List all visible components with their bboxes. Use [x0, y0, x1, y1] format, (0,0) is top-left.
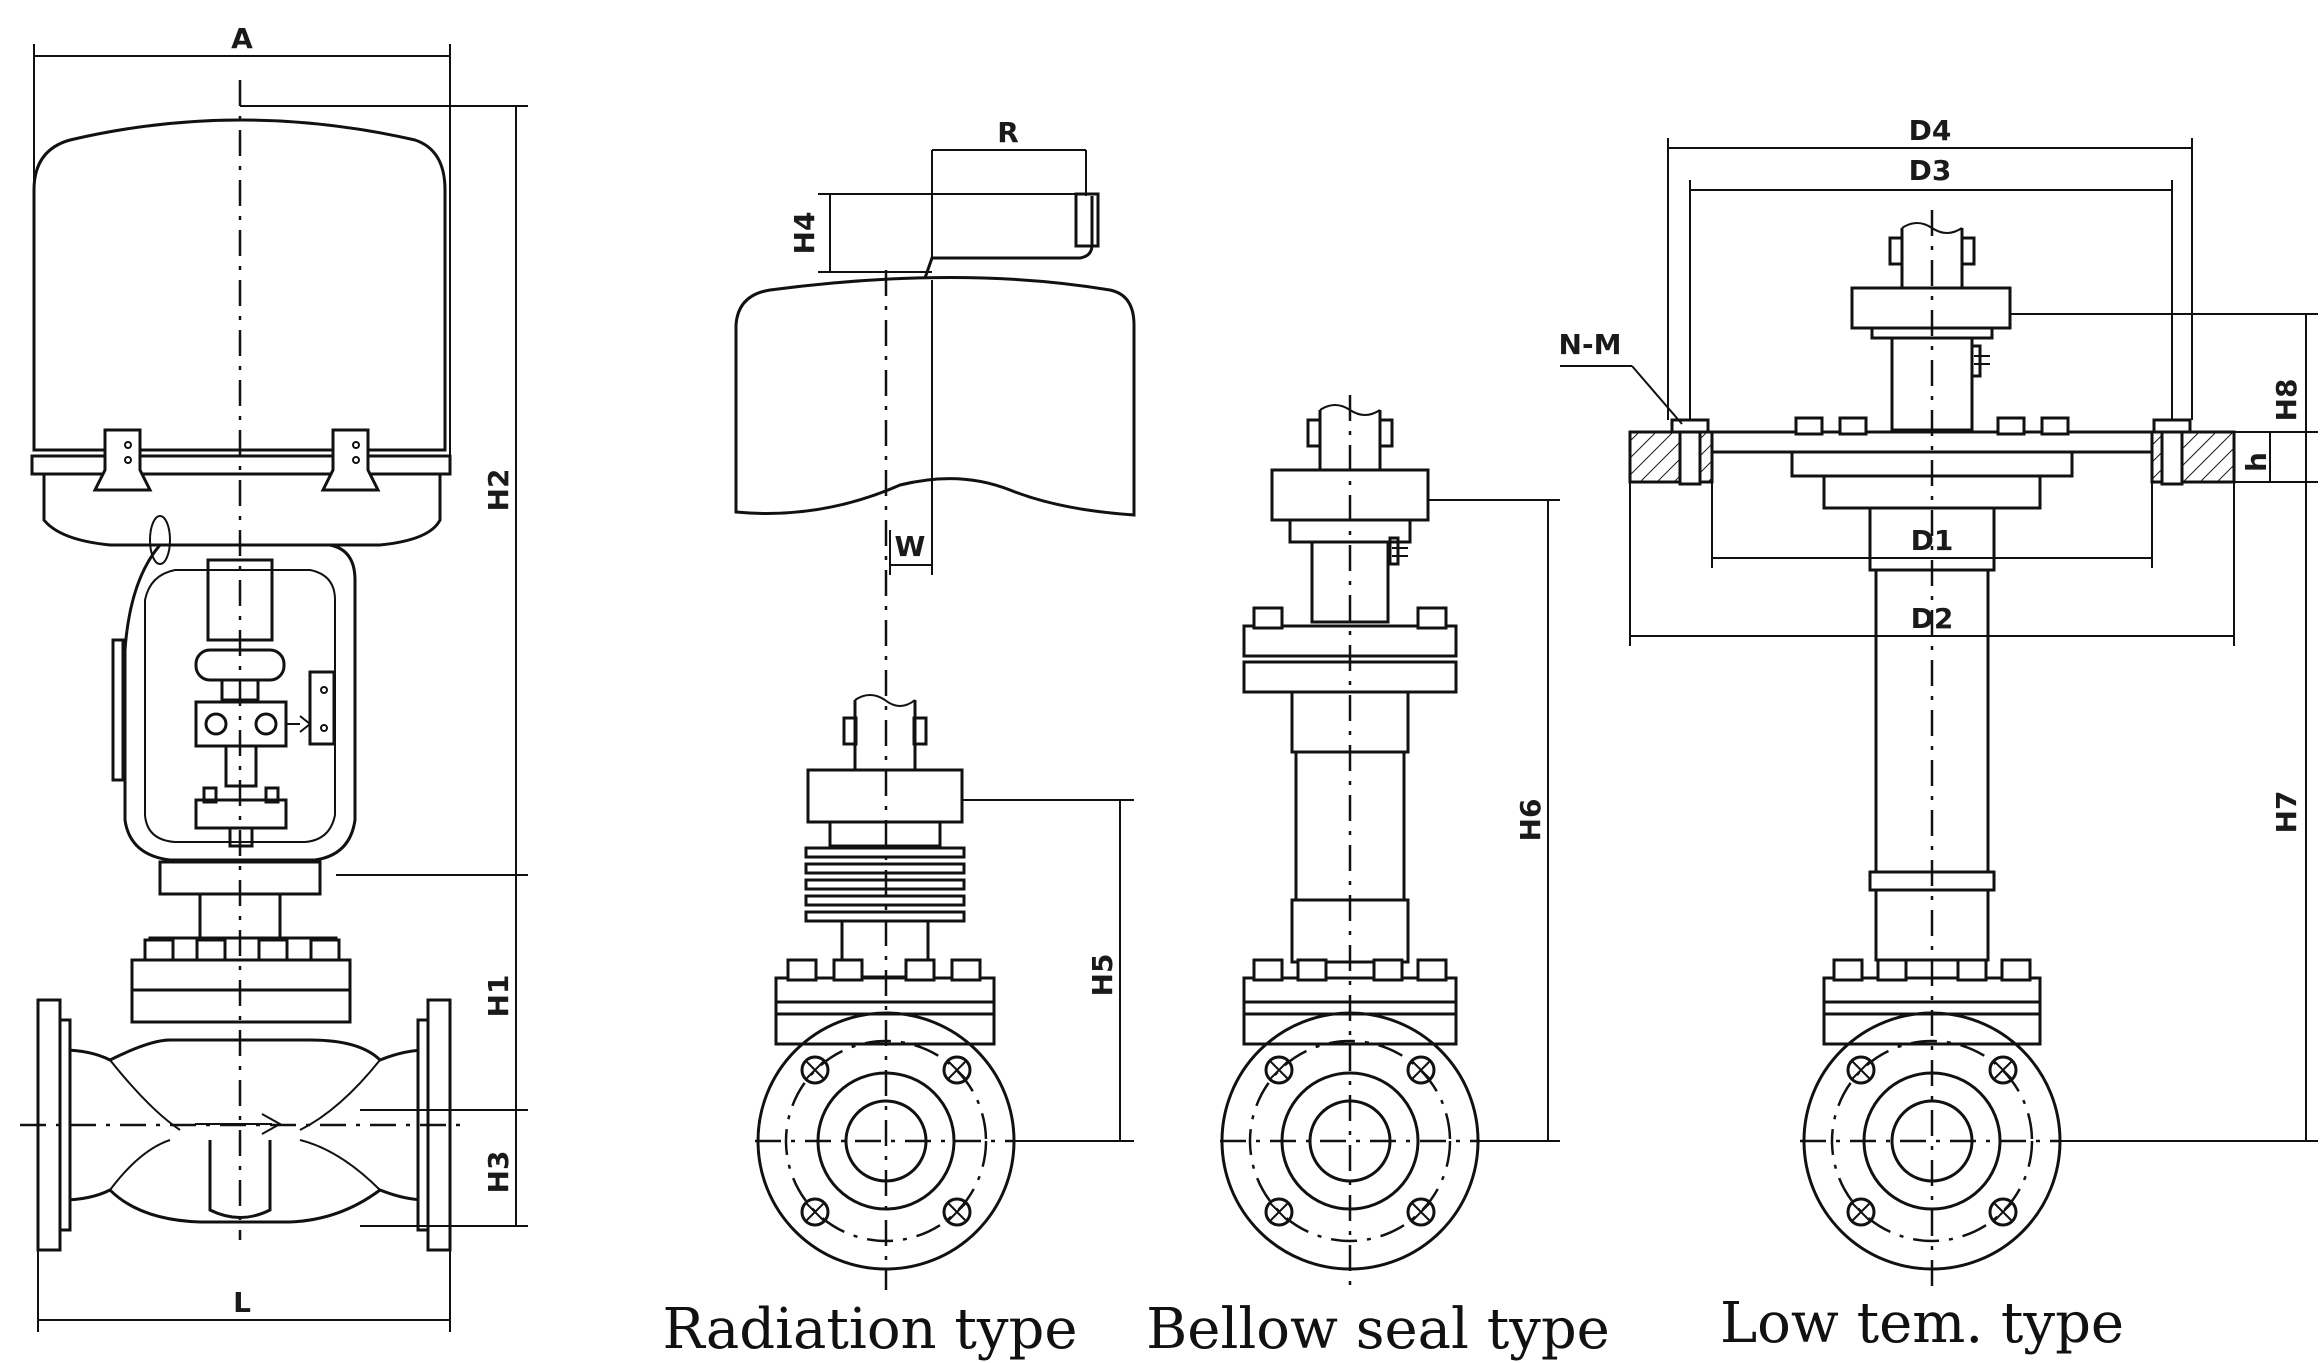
dimension-H5: H5: [962, 799, 1134, 1142]
svg-text:A: A: [231, 22, 253, 55]
bellow-mid-nuts: [1252, 606, 1448, 630]
dimension-A: A: [33, 22, 451, 456]
svg-text:H1: H1: [482, 975, 515, 1018]
caption-radiation: Radiation type: [662, 1297, 1077, 1362]
svg-text:N-M: N-M: [1559, 328, 1622, 361]
svg-text:H6: H6: [1514, 799, 1547, 842]
radiation-type-view: R H4 W H5 Radiation type: [662, 116, 1136, 1362]
svg-text:D4: D4: [1909, 114, 1952, 147]
caption-low-temp: Low tem. type: [1720, 1291, 2124, 1356]
svg-text:D1: D1: [1911, 524, 1954, 557]
svg-text:H2: H2: [482, 469, 515, 512]
svg-text:H8: H8: [2270, 379, 2303, 422]
svg-text:H5: H5: [1086, 954, 1119, 997]
yoke: [123, 543, 357, 862]
actuator-cover: [32, 118, 447, 452]
svg-text:h: h: [2240, 452, 2273, 472]
dimension-D1: D1: [1711, 452, 2153, 568]
bellow-seal-type-view: H6 Bellow seal type: [1146, 395, 1610, 1362]
bellow-housing: [1294, 750, 1406, 902]
bellow-lower-nuts: [1252, 958, 1448, 982]
dimension-R: R: [931, 116, 1087, 258]
dimension-N-M: N-M: [1559, 328, 1683, 425]
standard-valve-view: A L H2 H1 H3: [20, 22, 528, 1332]
bellow-mid-flange: [1242, 624, 1458, 658]
svg-text:R: R: [997, 116, 1019, 149]
actuator-cover-partial: [734, 276, 1136, 517]
dimension-W: W: [889, 280, 933, 575]
low-temp-lower-nuts: [1832, 958, 2032, 982]
limit-switch-plate: [308, 670, 336, 746]
caption-bellow: Bellow seal type: [1146, 1297, 1610, 1362]
svg-text:W: W: [895, 530, 926, 563]
dimension-D2: D2: [1629, 482, 2235, 646]
actuator-base-rim: [30, 454, 452, 476]
svg-text:D3: D3: [1909, 154, 1952, 187]
radiation-flange-nuts: [786, 958, 982, 982]
mounting-bolts: [1670, 416, 2192, 486]
dimension-H7: H7: [2060, 482, 2318, 1142]
dimension-D4: D4: [1667, 114, 2193, 420]
dimension-H8-h: H8 h: [2010, 313, 2318, 483]
hand-crank: [923, 196, 1094, 279]
svg-text:H3: H3: [482, 1151, 515, 1194]
svg-text:H4: H4: [788, 212, 821, 255]
svg-text:D2: D2: [1911, 602, 1954, 635]
dimension-H4: H4: [788, 193, 1078, 273]
low-temperature-type-view: D4 D3 D1 D2 N-M: [1559, 114, 2318, 1356]
dimension-H6: H6: [1428, 499, 1560, 1142]
svg-text:L: L: [233, 1286, 251, 1319]
dimension-H2-H1-H3: H2 H1 H3: [240, 105, 528, 1227]
lifting-lug-right: [320, 428, 381, 492]
lifting-lug-left: [92, 428, 153, 492]
bonnet-top-flange: [148, 936, 338, 962]
svg-text:H7: H7: [2270, 791, 2303, 834]
dimension-D3: D3: [1689, 154, 2173, 420]
body-flange-nuts: [143, 938, 341, 962]
dimension-L: L: [37, 1250, 451, 1332]
